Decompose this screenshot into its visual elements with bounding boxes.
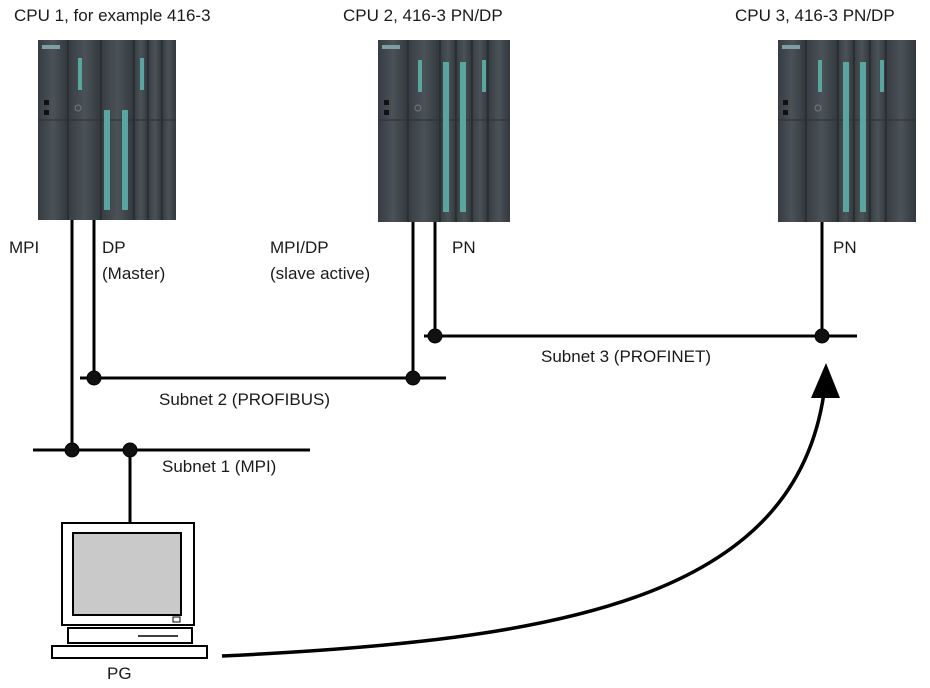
cpu1-rack — [38, 40, 176, 220]
pg-label: PG — [107, 664, 132, 683]
pg-computer-icon — [51, 522, 208, 659]
cpu2-pn-port-label: PN — [452, 238, 476, 257]
cpu2-mpidp-port-label: MPI/DP — [270, 238, 329, 257]
cpu3-label: CPU 3, 416-3 PN/DP — [735, 6, 895, 25]
junction-dot — [814, 328, 830, 344]
junction-dot — [427, 328, 443, 344]
routing-arrow — [221, 384, 827, 658]
junction-dot — [86, 370, 102, 386]
cpu1-mpi-port-label: MPI — [9, 238, 40, 257]
subnet2-label: Subnet 2 (PROFIBUS) — [159, 390, 331, 409]
subnet1-label: Subnet 1 (MPI) — [162, 457, 277, 476]
cpu2-label: CPU 2, 416-3 PN/DP — [343, 6, 503, 25]
cpu2-mpidp-role-label: (slave active) — [270, 264, 371, 283]
pg-keyboard — [51, 645, 208, 659]
siemens-logo — [382, 45, 400, 49]
cpu1-label: CPU 1, for example 416-3 — [14, 6, 211, 25]
cpu3-pn-port-label: PN — [833, 238, 857, 257]
junction-dot — [64, 442, 80, 458]
cpu2-rack — [378, 40, 510, 222]
junction-dot — [122, 442, 138, 458]
junction-dot — [405, 370, 421, 386]
siemens-logo — [782, 45, 800, 49]
pg-screen — [72, 532, 182, 616]
arrow-head-icon — [811, 363, 840, 398]
cpu3-rack — [778, 40, 916, 222]
subnet3-label: Subnet 3 (PROFINET) — [541, 347, 712, 366]
network-cables — [70, 220, 824, 523]
cpu1-dp-role-label: (Master) — [102, 264, 166, 283]
cpu1-dp-port-label: DP — [102, 238, 126, 257]
siemens-logo — [42, 45, 60, 49]
